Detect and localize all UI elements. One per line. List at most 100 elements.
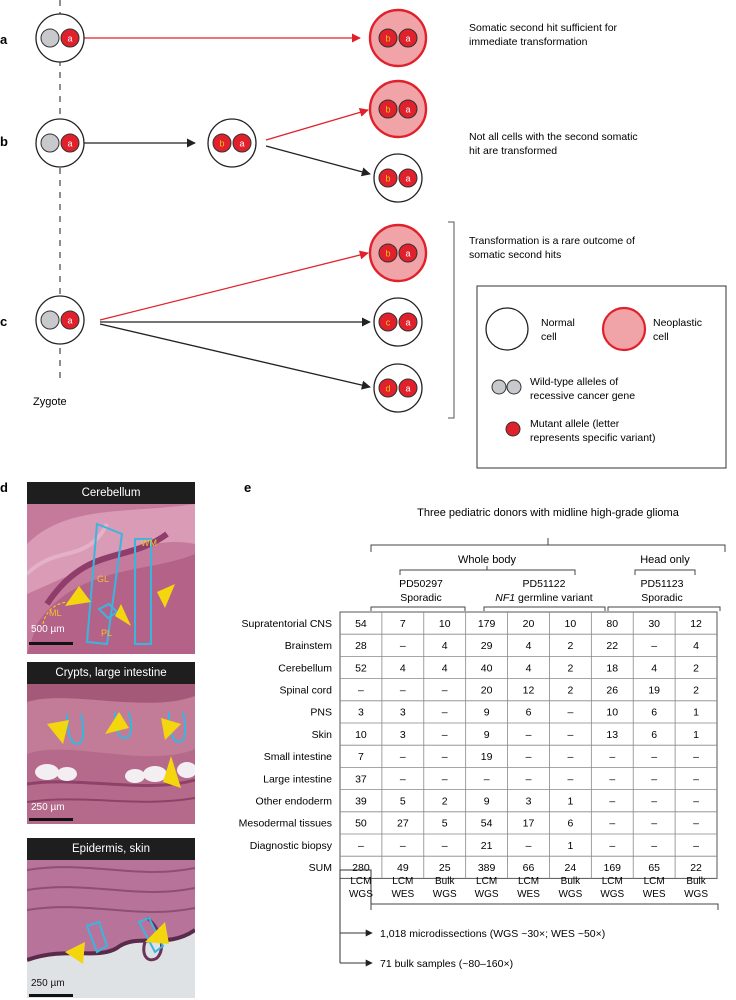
allele-letter: b (219, 139, 224, 149)
skin-image: 250 µm (27, 860, 195, 998)
table-cell: – (567, 707, 573, 719)
allele-letter: a (405, 34, 410, 44)
head-only-bracket (634, 569, 696, 575)
donor-3-sub: Sporadic (641, 592, 682, 604)
arrow-b-2 (265, 107, 369, 141)
allele-letter: b (385, 174, 390, 184)
table-cell: 10 (606, 707, 618, 719)
mutant-allele (60, 133, 80, 153)
table-cell: 10 (439, 618, 451, 630)
mutant-allele-second-hit (378, 168, 398, 188)
allele-letter: b (385, 249, 390, 259)
table-cell: 2 (693, 662, 699, 674)
mutant-allele-second-hit (378, 312, 398, 332)
crypts-scale-bar (29, 818, 73, 821)
table-row-label: PNS (310, 707, 332, 719)
table-cell: 4 (442, 662, 448, 674)
table-cell: – (442, 707, 448, 719)
column-method: LCM (602, 876, 623, 887)
table-cell: 2 (567, 662, 573, 674)
cell-b-zygote: a (35, 118, 85, 168)
skin-scale-label: 250 µm (31, 978, 65, 989)
column-sequencing: WES (517, 889, 540, 900)
table-row-label: Skin (312, 729, 333, 741)
whole-body-bracket (399, 566, 576, 575)
table-row-label: Large intestine (263, 773, 332, 785)
donor-1-id: PD50297 (399, 578, 443, 590)
table-cell: 9 (484, 729, 490, 741)
desc-b-line2: hit are transformed (469, 145, 557, 157)
table-cell: 2 (693, 685, 699, 697)
table-cell: 6 (651, 707, 657, 719)
column-method: LCM (644, 876, 665, 887)
table-cell: 2 (567, 685, 573, 697)
donor-2-bracket (483, 606, 606, 611)
table-cell: 169 (604, 862, 622, 874)
table-cell: 4 (442, 640, 448, 652)
table-cell: 40 (481, 662, 493, 674)
crypts-header: Crypts, large intestine (27, 662, 195, 684)
table-cell: – (693, 773, 699, 785)
table-cell: 52 (355, 662, 367, 674)
footnote-microdissections: 1,018 microdissections (WGS ~30×; WES ~5… (380, 928, 605, 940)
allele-letter: a (67, 316, 72, 326)
mutant-allele (398, 99, 418, 119)
table-cell: 1 (693, 707, 699, 719)
table-cell: – (484, 773, 490, 785)
histology-cerebellum: Cerebellum WM GL ML PL 500 µm (27, 482, 195, 654)
wildtype-allele (40, 310, 60, 330)
table-cell: 49 (397, 862, 409, 874)
table-cell: 4 (526, 640, 532, 652)
table-cell: – (526, 751, 532, 763)
table-title: Three pediatric donors with midline high… (417, 507, 680, 519)
mutant-allele (398, 312, 418, 332)
normal-cell-body (373, 297, 423, 347)
table-cell: – (400, 751, 406, 763)
allele-letter: a (67, 139, 72, 149)
label-pl: PL (101, 628, 113, 638)
cerebellum-scale-label: 500 µm (31, 624, 65, 635)
histology-skin: Epidermis, skin 250 µm (27, 838, 195, 998)
table-row-label: Supratentorial CNS (242, 618, 332, 630)
mutant-allele (232, 133, 252, 153)
column-sequencing: WGS (349, 889, 373, 900)
donor-2-sub-text: germline variant (515, 592, 593, 604)
normal-cell-body (35, 295, 85, 345)
label-gl: GL (97, 574, 110, 584)
mutant-allele (398, 168, 418, 188)
normal-cell-body (373, 153, 423, 203)
histology-crypts: Crypts, large intestine 250 µm (27, 662, 195, 824)
table-row-label: SUM (309, 862, 332, 874)
desc-c-line2: somatic second hits (469, 249, 561, 261)
column-method: LCM (392, 876, 413, 887)
crypts-scale-label: 250 µm (31, 802, 65, 813)
table-cell: 26 (606, 685, 618, 697)
legend-wt-l2: recessive cancer gene (530, 390, 635, 402)
mutant-allele-second-hit (378, 243, 398, 263)
panel-label-c: c (0, 314, 7, 329)
table-cell: 50 (355, 818, 367, 830)
skin-header: Epidermis, skin (27, 838, 195, 860)
legend-box (476, 285, 727, 469)
legend-normal-cell (485, 307, 529, 351)
legend-neo-l1: Neoplastic (653, 317, 702, 329)
table-cell: 17 (523, 818, 535, 830)
donor-3-bracket (607, 606, 721, 611)
column-sequencing: WGS (600, 889, 624, 900)
allele-letter: a (67, 34, 72, 44)
mutant-allele-second-hit (378, 28, 398, 48)
table-row-label: Mesodermal tissues (239, 818, 332, 830)
table-cell: – (609, 773, 615, 785)
mutant-allele (398, 378, 418, 398)
normal-cell-body (207, 118, 257, 168)
arrow-c-3 (99, 323, 371, 390)
footnote-bracket (370, 903, 719, 910)
crypts-title: Crypts, large intestine (55, 667, 167, 679)
table-cell: – (442, 685, 448, 697)
table-cell: – (526, 729, 532, 741)
table-cell: 13 (606, 729, 618, 741)
zygote-label: Zygote (33, 396, 67, 408)
